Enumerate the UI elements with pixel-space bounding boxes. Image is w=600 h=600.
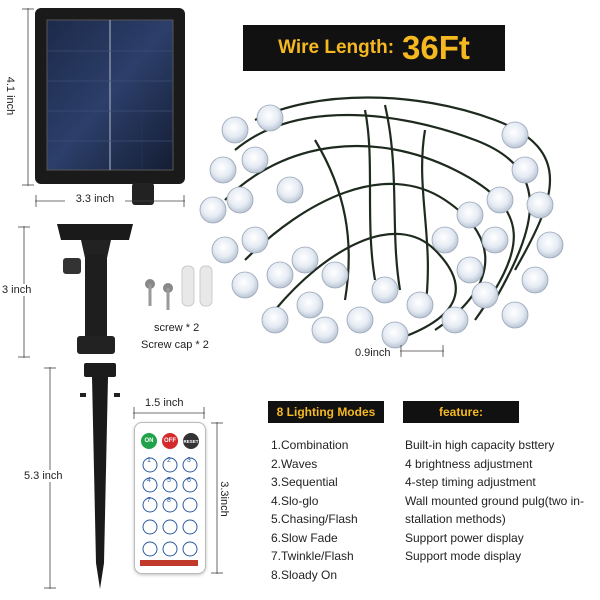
string-lights-image [195, 80, 575, 355]
wire-length-banner: Wire Length: 36Ft [243, 25, 505, 71]
features-list: Built-in high capacity bsttery 4 brightn… [405, 436, 584, 566]
remote-key-8: 8 [167, 497, 171, 504]
feature-item: 4 brightness adjustment [405, 456, 533, 471]
remote-key-4: 4 [147, 477, 151, 484]
remote-key-1: 1 [147, 457, 151, 464]
remote-key-6: 6 [187, 477, 191, 484]
modes-list: 1.Combination 2.Waves 3.Sequential 4.Slo… [271, 436, 358, 584]
mode-item: 8.Sloady On [271, 567, 338, 582]
panel-height-label: 4.1 inch [4, 76, 16, 116]
mode-item: 6.Slow Fade [271, 530, 338, 545]
feature-item: Wall mounted ground pulg(two in- [405, 493, 584, 508]
mode-item: 2.Waves [271, 456, 318, 471]
remote-control: ON OFF RESET [134, 422, 206, 574]
mode-item: 3.Sequential [271, 475, 338, 489]
remote-keypad [140, 455, 200, 567]
screw-label: screw * 2 [154, 322, 200, 334]
feature-item: Built-in high capacity bsttery [405, 438, 555, 452]
mode-item: 5.Chasing/Flash [271, 512, 358, 526]
remote-width-label: 1.5 inch [145, 397, 184, 409]
remote-key-2: 2 [167, 457, 171, 464]
bulb-size-line [400, 345, 444, 357]
remote-height-line [211, 422, 223, 574]
remote-reset-button: RESET [183, 433, 199, 449]
remote-off-button: OFF [162, 433, 178, 449]
panel-connector [132, 183, 154, 205]
feature-item: Support mode display [405, 549, 522, 563]
remote-key-5: 5 [167, 477, 171, 484]
screws-image [140, 278, 180, 318]
screw-caps-image [178, 262, 218, 312]
screw-cap-label: Screw cap * 2 [141, 339, 209, 351]
solar-panel [35, 8, 185, 184]
remote-keys: 1 2 3 4 5 6 7 8 [139, 457, 199, 577]
remote-key-7: 7 [147, 497, 151, 504]
wire-length-value: 36Ft [402, 29, 470, 66]
mode-item: 7.Twinkle/Flash [271, 549, 354, 563]
mode-item: 1.Combination [271, 438, 349, 452]
stake-height-label: 3 inch [2, 284, 48, 296]
solar-panel-image [35, 8, 185, 184]
panel-width-label: 3.3 inch [65, 193, 125, 205]
feature-item: 4-step timing adjustment [405, 475, 536, 489]
remote-bottom-strip [140, 560, 198, 566]
ground-spike [80, 363, 120, 591]
remote-width-line [133, 407, 205, 419]
stake-bracket [55, 218, 135, 358]
remote-on-button: ON [141, 433, 157, 449]
spike-height-label: 5.3 inch [24, 470, 78, 482]
modes-header: 8 Lighting Modes [268, 401, 384, 423]
feature-item: Support power display [405, 530, 524, 545]
remote-height-label: 3.3inch [218, 481, 230, 517]
features-header: feature: [403, 401, 519, 423]
feature-item: stallation methods) [405, 512, 506, 526]
remote-key-3: 3 [187, 457, 191, 464]
panel-height-line [22, 8, 34, 186]
bulb-size-label: 0.9inch [355, 347, 391, 359]
mode-item: 4.Slo-glo [271, 493, 319, 508]
wire-length-label: Wire Length: [278, 37, 395, 58]
